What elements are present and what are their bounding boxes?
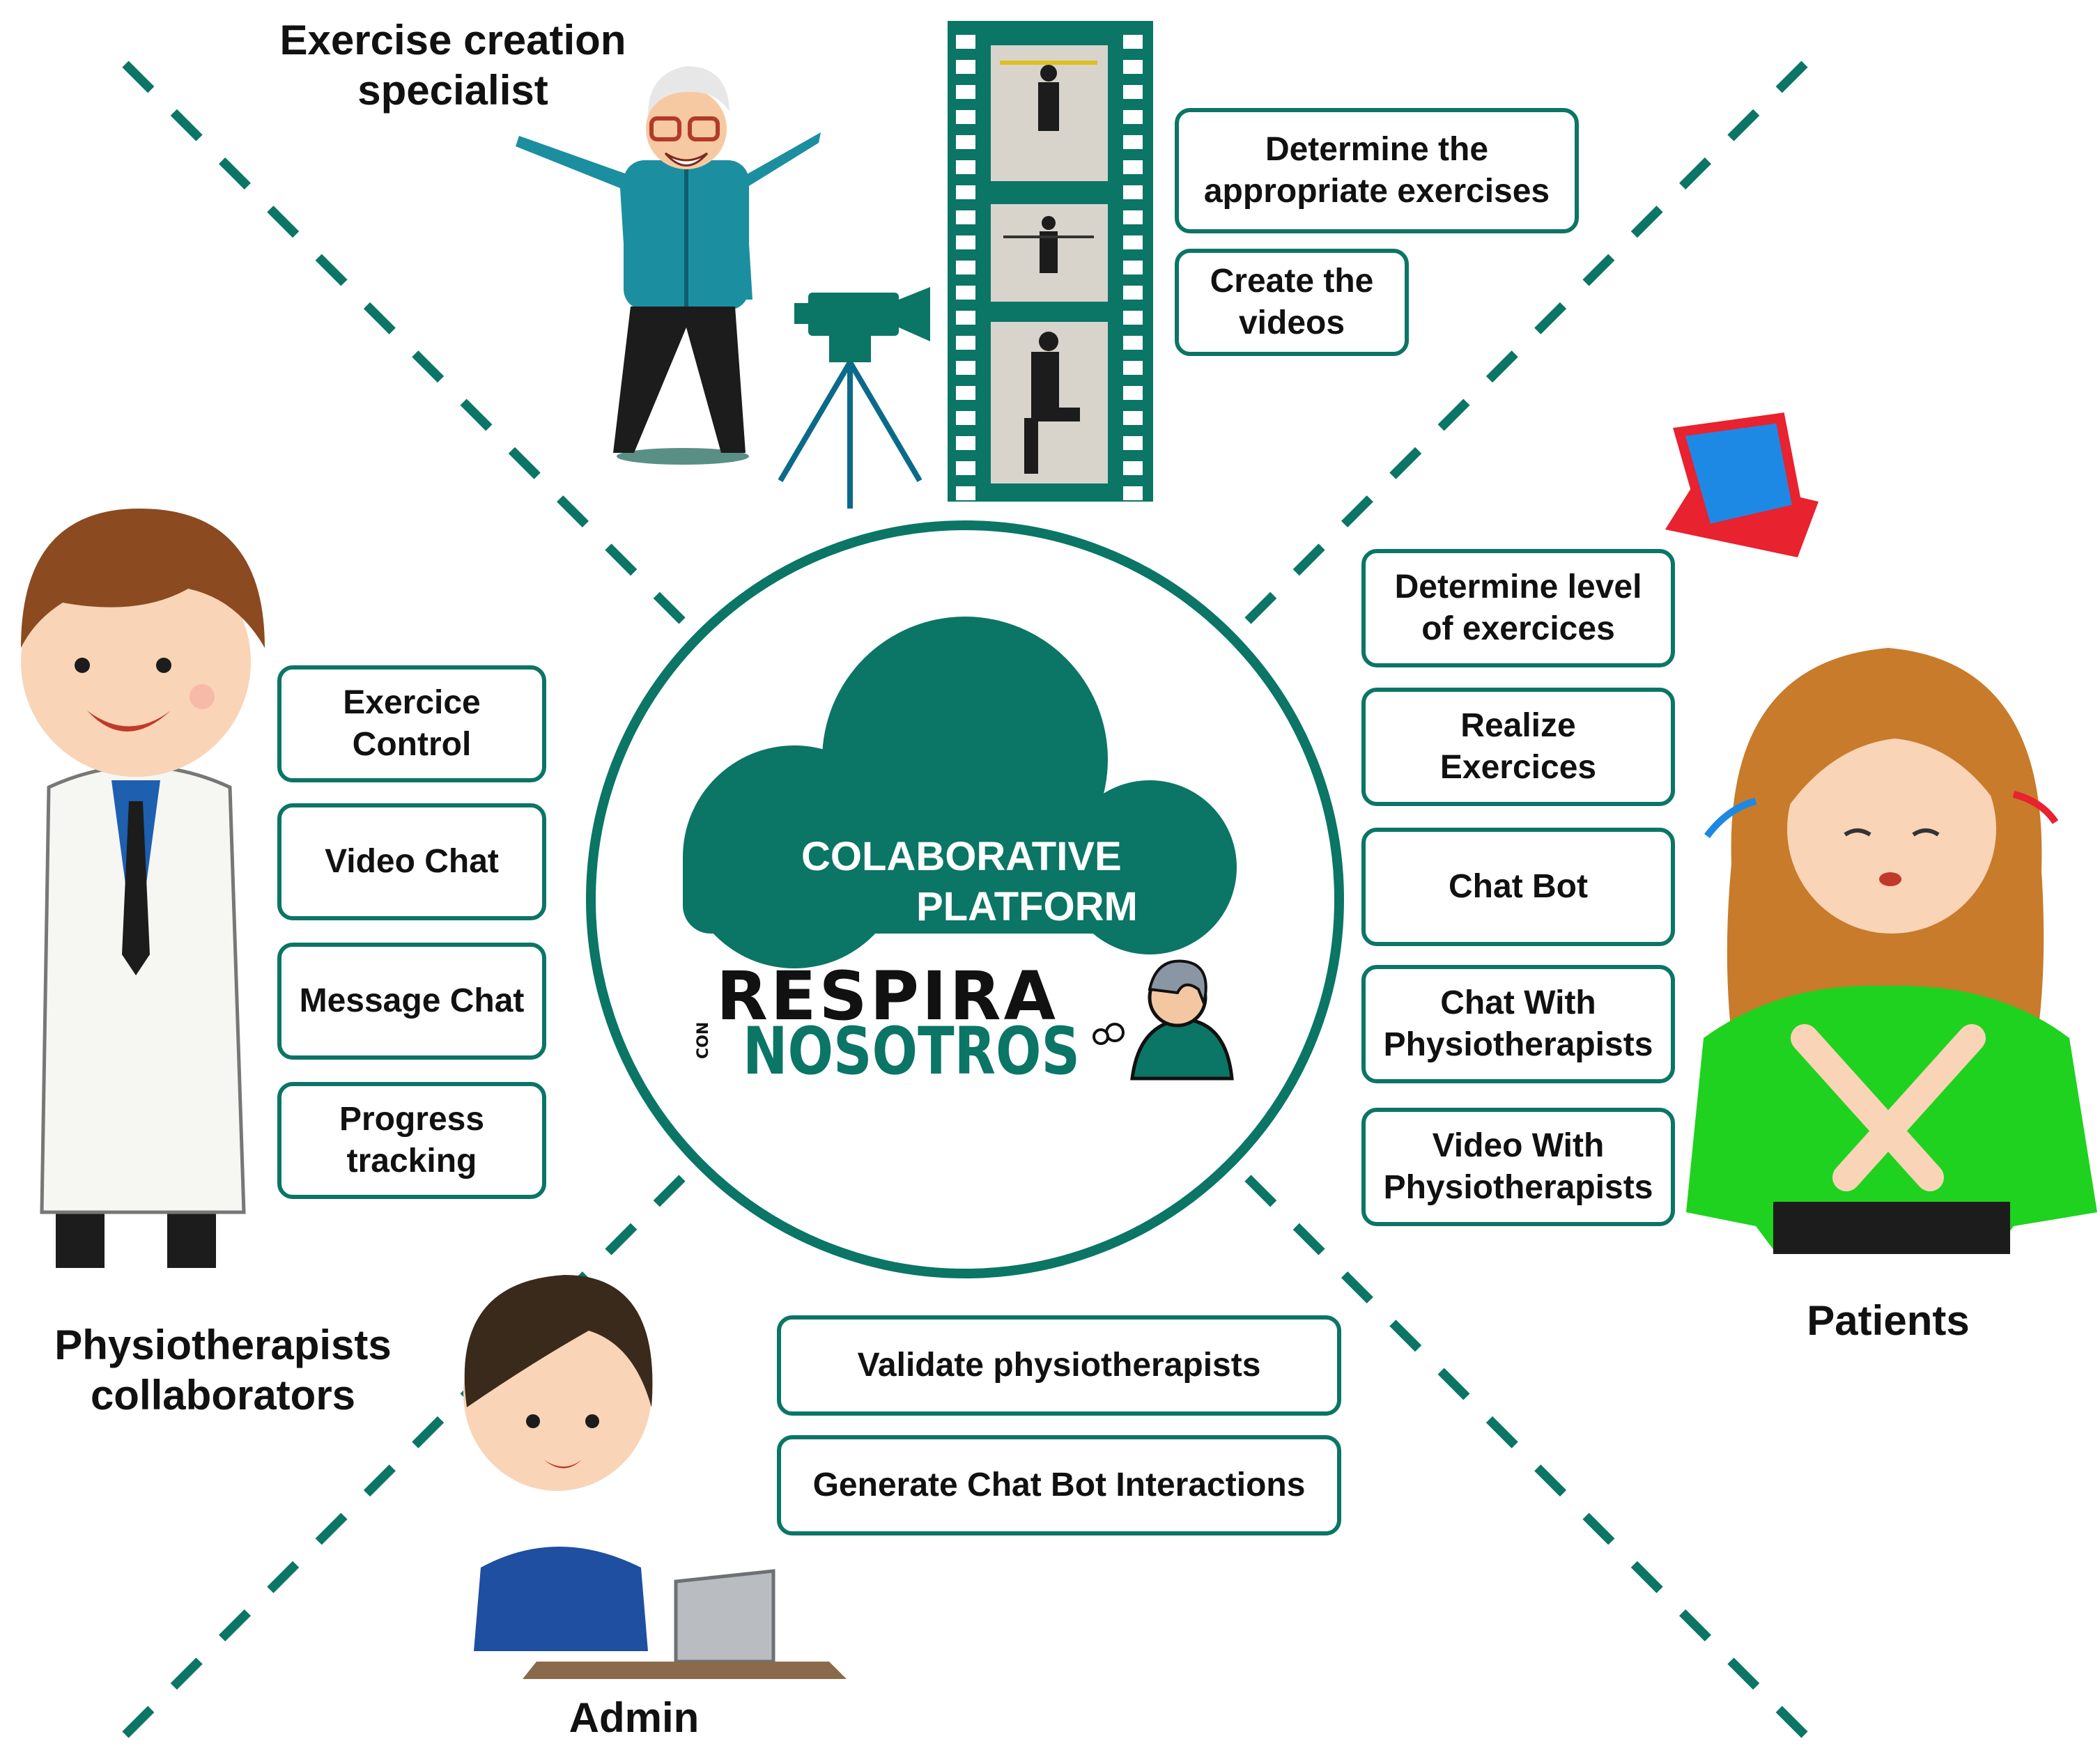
cloud-title-line1: COLABORATIVE — [801, 834, 1122, 879]
film-sprocket — [1123, 436, 1143, 450]
admin-illustration — [463, 1275, 653, 1651]
role-physiotherapists: Physiotherapists collaborators — [54, 1322, 392, 1418]
task-determine-exercises: Determine the appropriate exercises — [1175, 108, 1579, 233]
film-sprocket — [1123, 185, 1143, 199]
film-sprocket — [956, 461, 975, 475]
film-sprocket — [1123, 411, 1143, 425]
role-specialist: Exercise creation specialist — [279, 17, 626, 114]
cloud-icon — [683, 617, 1237, 968]
film-sprocket — [956, 386, 975, 400]
film-sprocket — [956, 261, 975, 274]
film-sprocket — [956, 286, 975, 300]
film-sprocket — [1123, 210, 1143, 224]
film-sprocket — [956, 336, 975, 350]
film-sprocket — [956, 85, 975, 99]
task-progress-tracking: Progress tracking — [277, 1082, 546, 1199]
film-sprocket — [956, 135, 975, 149]
film-strip-icon — [948, 21, 1153, 502]
film-sprocket — [1123, 486, 1143, 500]
logo-respira: RESPIRA — [716, 957, 1058, 1035]
logo-nosotros: NOSOTROS — [743, 1014, 1081, 1090]
task-chat-bot: Chat Bot — [1361, 828, 1675, 946]
specialist-illustration — [516, 66, 821, 465]
film-sprocket — [1123, 35, 1143, 49]
cloud-title-line2: PLATFORM — [916, 884, 1138, 929]
film-sprocket — [956, 60, 975, 74]
task-determine-level: Determine level of exercices — [1361, 549, 1675, 667]
task-video-physiotherapists: Video With Physiotherapists — [1361, 1108, 1675, 1226]
film-sprocket — [956, 486, 975, 500]
film-sprocket — [956, 185, 975, 199]
film-sprocket — [1123, 286, 1143, 300]
film-sprocket — [1123, 60, 1143, 74]
film-sprocket — [956, 436, 975, 450]
film-sprocket — [1123, 135, 1143, 149]
task-exercice-control: Exercice Control — [277, 665, 546, 782]
film-sprocket — [956, 210, 975, 224]
film-sprocket — [1123, 110, 1143, 124]
film-sprocket — [1123, 311, 1143, 325]
role-admin: Admin — [569, 1694, 700, 1741]
patient-illustration — [1686, 648, 2097, 1254]
logo-con: CON — [695, 1021, 712, 1059]
film-sprocket — [1123, 160, 1143, 174]
film-sprocket — [1123, 235, 1143, 249]
breathing-person-icon — [1093, 959, 1234, 1081]
camera-tripod-icon — [778, 287, 930, 509]
task-message-chat: Message Chat — [277, 943, 546, 1060]
film-sprocket — [1123, 85, 1143, 99]
film-sprocket — [1123, 386, 1143, 400]
task-validate-physiotherapists: Validate physiotherapists — [777, 1315, 1341, 1416]
task-generate-chatbot: Generate Chat Bot Interactions — [777, 1435, 1341, 1535]
film-sprocket — [956, 235, 975, 249]
film-sprocket — [1123, 461, 1143, 475]
task-video-chat: Video Chat — [277, 803, 546, 920]
task-realize-exercices: Realize Exercices — [1361, 688, 1675, 806]
film-sprocket — [1123, 361, 1143, 375]
task-create-videos: Create the videos — [1175, 249, 1409, 356]
role-patients: Patients — [1807, 1297, 1970, 1344]
film-sprocket — [1123, 336, 1143, 350]
doctor-illustration — [21, 509, 265, 1268]
film-sprocket — [956, 411, 975, 425]
film-sprocket — [956, 110, 975, 124]
laptop-icon — [523, 1569, 847, 1679]
tablet-icon — [1665, 412, 1819, 557]
film-sprocket — [956, 160, 975, 174]
task-chat-physiotherapists: Chat With Physiotherapists — [1361, 965, 1675, 1083]
film-sprocket — [956, 311, 975, 325]
film-sprocket — [956, 35, 975, 49]
film-sprocket — [956, 361, 975, 375]
film-sprocket — [1123, 261, 1143, 274]
